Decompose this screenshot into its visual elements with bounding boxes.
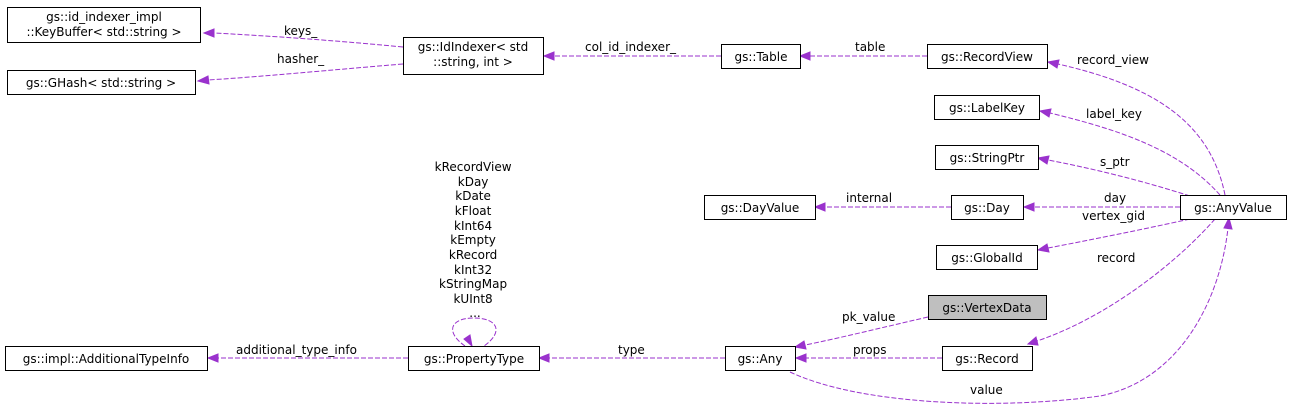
edge-table: table	[798, 40, 927, 61]
edge-day: day	[1022, 191, 1180, 212]
self-loop-line: kUInt8	[453, 292, 492, 306]
edge-pk-value: pk_value	[793, 310, 929, 350]
node-any-label: gs::Any	[738, 352, 783, 366]
node-table-label: gs::Table	[735, 50, 788, 64]
node-ghash-label: gs::GHash< std::string >	[26, 76, 176, 90]
node-globalid-label: gs::GlobalId	[951, 251, 1022, 265]
edge-record-view: record_view	[1046, 53, 1226, 196]
edge-internal: internal	[813, 191, 951, 212]
node-labelkey-label: gs::LabelKey	[949, 101, 1025, 115]
edge-label-label-key: label_key	[1086, 107, 1142, 121]
node-stringptr[interactable]: gs::StringPtr	[935, 145, 1039, 170]
edge-label-type: type	[618, 343, 645, 357]
edge-label-day: day	[1104, 191, 1126, 205]
node-idindexer-line1: gs::IdIndexer< std	[418, 40, 529, 54]
node-propertytype[interactable]: gs::PropertyType	[408, 346, 540, 371]
edge-keys: keys_	[202, 24, 404, 48]
edge-label-col-id-indexer: col_id_indexer_	[585, 40, 677, 54]
edge-label-value: value	[970, 383, 1003, 397]
edge-label-props: props	[853, 343, 887, 357]
edge-label-vertex-gid: vertex_gid	[1082, 209, 1145, 223]
node-labelkey[interactable]: gs::LabelKey	[934, 95, 1040, 120]
node-additionaltypeinfo[interactable]: gs::impl::AdditionalTypeInfo	[5, 346, 208, 371]
self-loop-line: kInt32	[454, 263, 492, 277]
edge-props: props	[794, 343, 942, 363]
edge-label-key: label_key	[1038, 107, 1221, 196]
node-table[interactable]: gs::Table	[721, 44, 801, 69]
edge-self-loop: kRecordView kDay kDate kFloat kInt64 kEm…	[435, 160, 516, 348]
node-keybuffer[interactable]: gs::id_indexer_impl ::KeyBuffer< std::st…	[7, 7, 201, 43]
edge-label-hasher: hasher_	[277, 52, 325, 66]
edge-label-record: record	[1097, 251, 1135, 265]
self-loop-line: kEmpty	[450, 233, 496, 247]
node-propertytype-label: gs::PropertyType	[424, 352, 524, 366]
self-loop-line: kRecordView	[435, 160, 512, 174]
node-globalid[interactable]: gs::GlobalId	[936, 245, 1038, 270]
edge-record: record	[1026, 218, 1216, 346]
edge-additional-type-info: additional_type_info	[206, 343, 408, 363]
edge-label-s-ptr: s_ptr	[1100, 155, 1130, 169]
node-idindexer[interactable]: gs::IdIndexer< std ::string, int >	[403, 37, 544, 75]
self-loop-line: kInt64	[454, 219, 492, 233]
edge-type: type	[537, 343, 725, 363]
node-stringptr-label: gs::StringPtr	[950, 151, 1025, 165]
node-anyvalue[interactable]: gs::AnyValue	[1180, 195, 1287, 220]
edge-label-table: table	[855, 40, 885, 54]
node-record[interactable]: gs::Record	[942, 346, 1033, 371]
node-idindexer-line2: ::string, int >	[433, 55, 513, 69]
node-ghash[interactable]: gs::GHash< std::string >	[7, 70, 196, 95]
self-loop-line: kDate	[455, 189, 491, 203]
edge-s-ptr: s_ptr	[1036, 155, 1191, 197]
self-loop-line: ...	[469, 306, 480, 320]
self-loop-line: kDay	[458, 175, 489, 189]
self-loop-line: kRecord	[449, 248, 497, 262]
edge-value: value	[789, 216, 1233, 404]
node-vertexdata-label: gs::VertexData	[942, 301, 1031, 315]
node-record-label: gs::Record	[955, 352, 1018, 366]
node-additionaltypeinfo-label: gs::impl::AdditionalTypeInfo	[23, 352, 190, 366]
node-vertexdata[interactable]: gs::VertexData	[928, 295, 1047, 320]
edge-label-pk-value: pk_value	[842, 310, 895, 324]
node-day[interactable]: gs::Day	[951, 195, 1024, 220]
edge-label-keys: keys_	[284, 24, 318, 38]
edge-label-self-loop: kRecordView kDay kDate kFloat kInt64 kEm…	[435, 160, 516, 320]
node-any[interactable]: gs::Any	[725, 346, 796, 371]
edge-col-id-indexer: col_id_indexer_	[542, 40, 721, 61]
node-recordview-label: gs::RecordView	[941, 50, 1033, 64]
node-dayvalue[interactable]: gs::DayValue	[704, 195, 816, 220]
node-anyvalue-label: gs::AnyValue	[1194, 201, 1272, 215]
node-keybuffer-line1: gs::id_indexer_impl	[46, 10, 162, 24]
edge-label-additional-type-info: additional_type_info	[236, 343, 357, 357]
edge-hasher: hasher_	[196, 52, 404, 85]
self-loop-line: kFloat	[455, 204, 492, 218]
self-loop-line: kStringMap	[439, 277, 507, 291]
node-dayvalue-label: gs::DayValue	[721, 201, 800, 215]
edge-label-internal: internal	[846, 191, 892, 205]
node-recordview[interactable]: gs::RecordView	[927, 44, 1048, 69]
node-keybuffer-line2: ::KeyBuffer< std::string >	[26, 25, 181, 39]
node-day-label: gs::Day	[964, 201, 1010, 215]
edge-vertex-gid: vertex_gid	[1036, 209, 1191, 253]
edge-label-record-view: record_view	[1077, 53, 1149, 67]
